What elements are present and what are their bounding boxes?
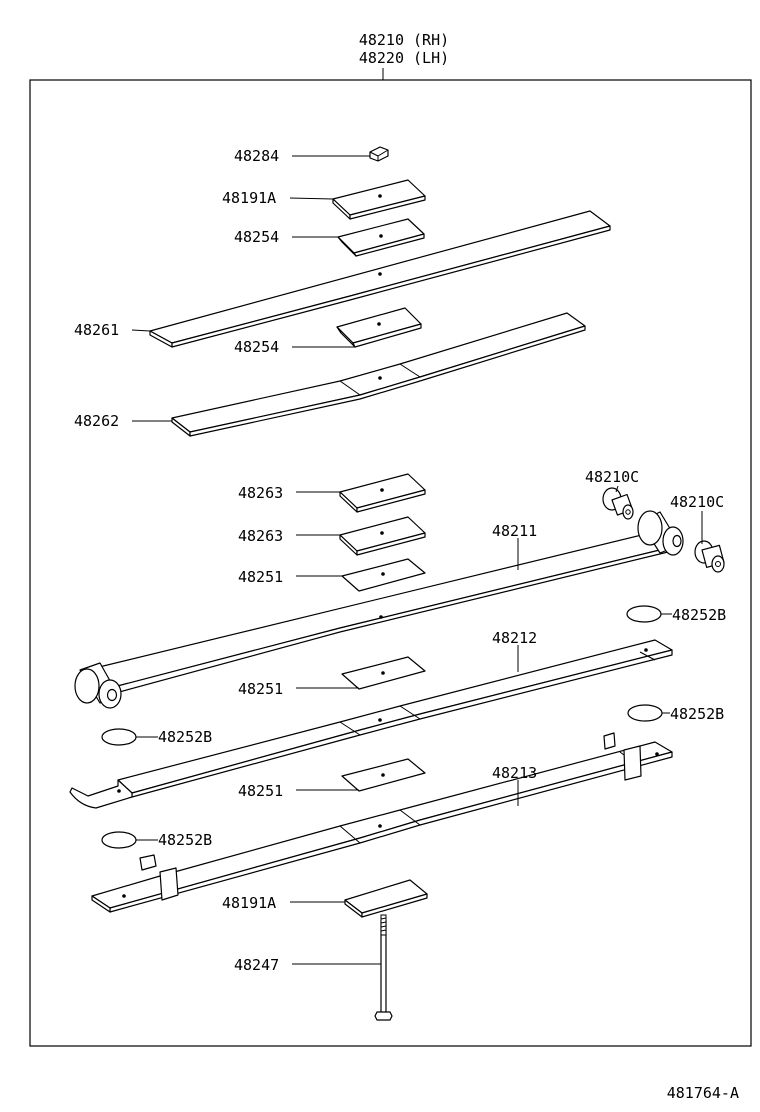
assembly-code-lh: 48220 (LH) [359, 49, 449, 67]
disc-3 [627, 704, 663, 722]
insert-2 [341, 656, 426, 690]
center-bolt [374, 914, 393, 1021]
callout-disc-2: 48252B [158, 728, 212, 746]
callout-insert-1: 48251 [238, 568, 283, 586]
callout-pad-2: 48263 [238, 527, 283, 545]
leader-leaf-48261 [131, 329, 151, 332]
callout-insert-3: 48251 [238, 782, 283, 800]
leader-bushing-1 [615, 485, 619, 493]
leaf-48212 [69, 639, 673, 809]
callout-liner-mid: 48254 [234, 338, 279, 356]
bushing-1 [602, 487, 634, 520]
callout-leaf-48262: 48262 [74, 412, 119, 430]
clamp-plate-top [332, 179, 426, 220]
main-leaf-48211 [74, 510, 684, 709]
disc-2 [101, 728, 137, 746]
bushing-2 [694, 540, 725, 573]
callout-disc-1: 48252B [672, 606, 726, 624]
insert-3 [341, 758, 426, 792]
callout-leaf-48261: 48261 [74, 321, 119, 339]
leaf-48213 [91, 732, 673, 913]
callout-center-bolt: 48247 [234, 956, 279, 974]
callout-nut: 48284 [234, 147, 279, 165]
callout-clamp-top: 48191A [222, 189, 276, 207]
diagram-id: 481764-A [667, 1084, 739, 1102]
callout-pad-1: 48263 [238, 484, 283, 502]
callout-liner-top: 48254 [234, 228, 279, 246]
callout-insert-2: 48251 [238, 680, 283, 698]
leaf-48261 [149, 210, 611, 348]
disc-1 [626, 605, 662, 623]
assembly-frame [29, 79, 752, 1047]
pad-1 [339, 473, 426, 513]
assembly-code-rh: 48210 (RH) [359, 31, 449, 49]
callout-leaf-48213: 48213 [492, 764, 537, 782]
callout-main-leaf: 48211 [492, 522, 537, 540]
liner-mid [336, 307, 422, 348]
leader-clamp-top [289, 197, 334, 200]
liner-top [337, 218, 425, 257]
callout-clamp-bottom: 48191A [222, 894, 276, 912]
callout-bushing-2: 48210C [670, 493, 724, 511]
clamp-plate-bottom [344, 879, 428, 918]
insert-1 [341, 558, 426, 592]
nut-48284 [369, 146, 389, 162]
callout-disc-4: 48252B [158, 831, 212, 849]
callout-leaf-48212: 48212 [492, 629, 537, 647]
callout-disc-3: 48252B [670, 705, 724, 723]
callout-bushing-1: 48210C [585, 468, 639, 486]
pad-2 [339, 516, 426, 556]
disc-4 [101, 831, 137, 849]
